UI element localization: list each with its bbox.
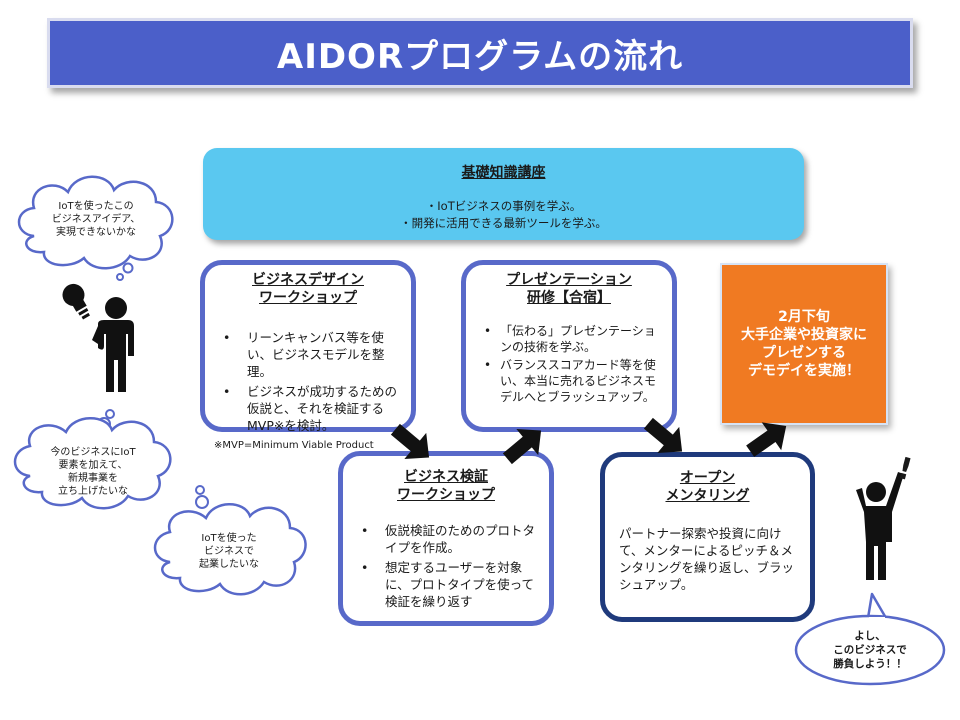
step-title-line: プレゼンテーション [506, 272, 632, 288]
arrow-icon [502, 429, 542, 465]
basics-box: 基礎知識講座 ・IoTビジネスの事例を学ぶ。 ・開発に活用できる最新ツールを学ぶ… [203, 148, 804, 240]
step-open-mentoring: オープン メンタリング パートナー探索や投資に向けて、メンターによるピッチ＆メン… [600, 452, 815, 622]
demo-day-line: デモデイを実施！ [748, 363, 860, 379]
step-bullets: • 仮説検証のためのプロトタイプを作成。 • 想定するユーザーを対象に、プロトタイプ… [355, 522, 539, 610]
step-title-line: ビジネス検証 [404, 469, 488, 485]
thought-text: 実現できないかな [56, 227, 136, 238]
thought-text: 要素を加えて、 [58, 460, 128, 471]
step-title: ビジネスデザイン ワークショップ [205, 271, 411, 307]
arrow-icon [643, 417, 683, 453]
step-title: プレゼンテーション 研修【合宿】 [466, 271, 672, 307]
step-title-line: メンタリング [665, 488, 750, 504]
bullet-text: リーンキャンバス等を使い、ビジネスモデルを整理。 [247, 330, 385, 379]
speech-bubble [794, 592, 946, 686]
thought-text: IoTを使った [201, 533, 257, 544]
step-title: ビジネス検証 ワークショップ [343, 468, 549, 504]
bullet-icon: • [223, 330, 231, 345]
cheering-person-icon [856, 472, 904, 580]
bullet-icon: • [361, 560, 369, 575]
bullet-text: ビジネスが成功するための仮説と、それを検証するMVP※を検討。 [247, 384, 398, 433]
step-title-line: 研修【合宿】 [527, 290, 611, 306]
step-bullets: • 「伝わる」プレゼンテーションの技術を学ぶ。 • バランススコアカード等を使い、本… [474, 323, 664, 405]
bullet-icon: • [484, 324, 492, 338]
bullet-icon: • [484, 358, 492, 372]
step-title-line: オープン [679, 470, 736, 486]
bullet-icon: • [223, 384, 231, 399]
thought-text: 今のビジネスにIoT [50, 447, 136, 458]
basics-line: ・開発に活用できる最新ツールを学ぶ。 [400, 216, 607, 230]
step-title: オープン メンタリング [605, 469, 810, 505]
thought-cloud: 今のビジネスにIoT 要素を加えて、 新規事業を 立ち上げたいな [6, 400, 180, 518]
lightbulb-icon [62, 283, 90, 320]
step-bullet: • 「伝わる」プレゼンテーションの技術を学ぶ。 [474, 323, 664, 355]
speech-line: よし、 [854, 630, 886, 642]
step-title-line: ビジネスデザイン [252, 272, 364, 288]
demo-day-line: 2月下旬 [778, 309, 830, 325]
thought-cloud: IoTを使った ビジネスで 起業したいな [148, 482, 310, 604]
step-bullet: • 想定するユーザーを対象に、プロトタイプを使って検証を繰り返す [355, 559, 539, 610]
thought-text: IoTを使ったこの [58, 201, 134, 212]
speech-text: よし、 このビジネスで 勝負しよう！！ [795, 629, 945, 671]
bullet-text: 想定するユーザーを対象に、プロトタイプを使って検証を繰り返す [385, 560, 535, 609]
arrow-icon [746, 422, 787, 457]
speech-line: 勝負しよう！！ [833, 658, 907, 670]
step-bullet: • ビジネスが成功するための仮説と、それを検証するMVP※を検討。 [217, 383, 399, 434]
basics-line: ・IoTビジネスの事例を学ぶ。 [425, 199, 582, 213]
step-bullet: • リーンキャンバス等を使い、ビジネスモデルを整理。 [217, 329, 399, 380]
bullet-text: バランススコアカード等を使い、本当に売れるビジネスモデルへとブラッシュアップ。 [500, 358, 657, 404]
title-banner: AIDORプログラムの流れ [47, 18, 913, 88]
demo-day-line: プレゼンする [762, 345, 846, 361]
exclaim-icon: ! [893, 450, 916, 489]
bullet-text: 仮説検証のためのプロトタイプを作成。 [385, 523, 536, 555]
bullet-icon: • [361, 523, 369, 538]
step-bullets: • リーンキャンバス等を使い、ビジネスモデルを整理。 • ビジネスが成功するための仮… [217, 329, 399, 434]
thought-text: 立ち上げたいな [58, 486, 128, 497]
thought-text: 新規事業を [68, 473, 118, 484]
arrow-icon [390, 423, 430, 459]
basics-title: 基礎知識講座 [461, 165, 546, 181]
step-title-line: ワークショップ [397, 487, 495, 503]
step-bullet: • バランススコアカード等を使い、本当に売れるビジネスモデルへとブラッシュアップ。 [474, 357, 664, 405]
step-title-line: ワークショップ [259, 290, 357, 306]
page-title: AIDORプログラムの流れ [276, 36, 684, 77]
step-body: パートナー探索や投資に向けて、メンターによるピッチ＆メンタリングを繰り返し、ブラ… [619, 526, 795, 592]
step-business-verification: ビジネス検証 ワークショップ • 仮説検証のためのプロトタイプを作成。 • 想定する… [338, 451, 554, 626]
thought-text: ビジネスアイデア、 [51, 214, 141, 225]
bullet-text: 「伝わる」プレゼンテーションの技術を学ぶ。 [500, 324, 656, 354]
mvp-footnote: ※MVP=Minimum Viable Product [214, 440, 374, 451]
thought-text: ビジネスで [204, 546, 254, 557]
demo-day-line: 大手企業や投資家に [741, 327, 867, 343]
speech-line: このビジネスで [833, 644, 907, 656]
thought-cloud: IoTを使ったこの ビジネスアイデア、 実現できないかな [10, 170, 182, 281]
demo-day-box: 2月下旬 大手企業や投資家に プレゼンする デモデイを実施！ [720, 263, 888, 425]
step-business-design: ビジネスデザイン ワークショップ • リーンキャンバス等を使い、ビジネスモデルを整… [200, 260, 416, 434]
thinking-person-icon [92, 297, 134, 392]
thought-text: 起業したいな [199, 559, 259, 570]
step-presentation-training: プレゼンテーション 研修【合宿】 • 「伝わる」プレゼンテーションの技術を学ぶ。 … [461, 260, 677, 432]
step-bullet: • 仮説検証のためのプロトタイプを作成。 [355, 522, 539, 556]
